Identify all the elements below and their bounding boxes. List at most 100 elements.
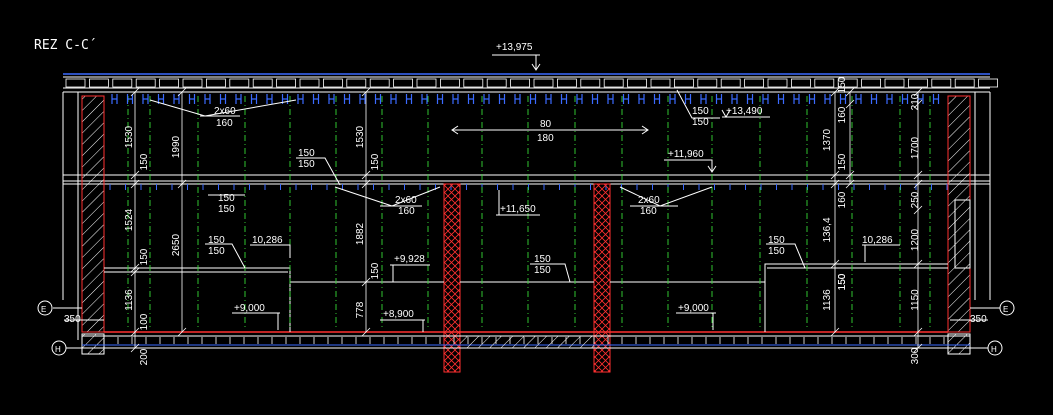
purlin (731, 94, 738, 104)
purlin (142, 94, 149, 104)
roof-panel (767, 78, 788, 88)
purlin (808, 94, 816, 104)
note-c2: 150 (298, 159, 315, 170)
note-c1: 150 (298, 148, 315, 159)
note-f1: 150 (768, 235, 785, 246)
roof-panel (276, 78, 297, 88)
roof-panel (603, 78, 624, 88)
purlin (328, 94, 335, 104)
roof-panel (674, 78, 694, 88)
dimension-value: 210 (910, 93, 921, 110)
purlin (452, 94, 459, 104)
roof-panel (346, 78, 367, 88)
purlin (669, 94, 676, 104)
axis-bubble-right-bottom[interactable]: H (987, 340, 1003, 356)
purlin (684, 94, 692, 104)
axis-lines (53, 307, 1000, 349)
center-columns (443, 183, 611, 373)
svg-text:E: E (41, 305, 46, 314)
dimension-value: 150 (837, 273, 848, 290)
axis-bubble-right-mid[interactable]: E (999, 300, 1015, 316)
axis-bubble-left-mid[interactable]: E (37, 300, 53, 316)
roof-panel (439, 78, 460, 88)
roof-panel (791, 78, 811, 88)
dimension-value: 150 (139, 248, 150, 265)
roof-panel (89, 78, 109, 88)
roof-panel (697, 78, 718, 88)
note-a2: 150 (218, 204, 235, 215)
note-g1: 80 (540, 119, 552, 130)
roof-panel (884, 78, 905, 88)
roof-panel (252, 78, 273, 88)
roof-panel (931, 78, 952, 88)
beam-lower-left-spacing: 160 (398, 206, 415, 217)
dimension-value: 1200 (910, 228, 921, 251)
beam-lower-right-spacing: 160 (640, 206, 657, 217)
purlin (126, 94, 134, 104)
purlin (467, 94, 475, 104)
note-leaders (205, 89, 806, 283)
dimension-value: 1990 (171, 135, 182, 158)
dimension-value: 150 (370, 153, 381, 170)
purlin (700, 94, 707, 104)
roof-panel (65, 78, 86, 88)
purlin (359, 94, 366, 104)
axis-bubble-left-bottom[interactable]: H (51, 340, 67, 356)
dimension-value: 778 (355, 301, 366, 318)
note-d2: 150 (692, 117, 709, 128)
structural-grid (127, 96, 931, 330)
roof-panel (322, 78, 343, 88)
dimension-texts: 1530150152415011361002001990265015301501… (64, 76, 987, 365)
roof-panel (814, 78, 835, 88)
purlin (855, 94, 862, 104)
dimension-value: 1882 (355, 222, 366, 245)
beam-lower-right: 2x60 (638, 195, 660, 206)
dimension-value: 1524 (124, 208, 135, 231)
roof-panel (229, 78, 250, 88)
roof-panel (299, 78, 320, 88)
left-wall (62, 92, 105, 355)
roof-panel (533, 78, 554, 88)
dimension-value: 1530 (355, 125, 366, 148)
roof-panel (463, 78, 484, 88)
purlin (111, 94, 118, 104)
purlin (343, 94, 351, 104)
dimension-value: 100 (139, 313, 150, 330)
note-d1: 150 (692, 106, 709, 117)
svg-text:E: E (1003, 305, 1008, 314)
purlin (529, 94, 537, 104)
level-mid-right: +11,960 (668, 149, 704, 160)
purlin (839, 94, 847, 104)
dimension-value: 1136 (124, 289, 135, 311)
dimension-value: 150 (139, 153, 150, 170)
roof-panel (369, 78, 390, 88)
dimension-value: 150 (370, 262, 381, 279)
purlin (545, 94, 552, 104)
purlin (436, 94, 444, 104)
purlin (250, 94, 258, 104)
note-b2: 150 (208, 246, 225, 257)
right-wall (947, 92, 991, 355)
roof-panel (580, 78, 601, 88)
level-roof-inner: +13,490 (726, 106, 763, 117)
section-title: REZ C-C´ (34, 38, 97, 53)
svg-text:H: H (991, 345, 997, 354)
purlin (219, 94, 227, 104)
purlin (638, 94, 645, 104)
purlin (824, 94, 831, 104)
dimension-value: 136,4 (822, 217, 833, 242)
dimension-value: 200 (139, 348, 150, 365)
purlin (514, 94, 521, 104)
purlin (405, 94, 413, 104)
purlin (653, 94, 661, 104)
purlin (173, 94, 180, 104)
dimension-value: 1530 (124, 125, 135, 148)
note-a1: 150 (218, 193, 235, 204)
roof-panel (112, 78, 133, 88)
purlin (870, 94, 878, 104)
level-mezz-right: 10,286 (862, 235, 893, 246)
purlin (374, 94, 382, 104)
roof-panel (159, 78, 180, 88)
beam-upper-spacing: 160 (216, 118, 233, 129)
